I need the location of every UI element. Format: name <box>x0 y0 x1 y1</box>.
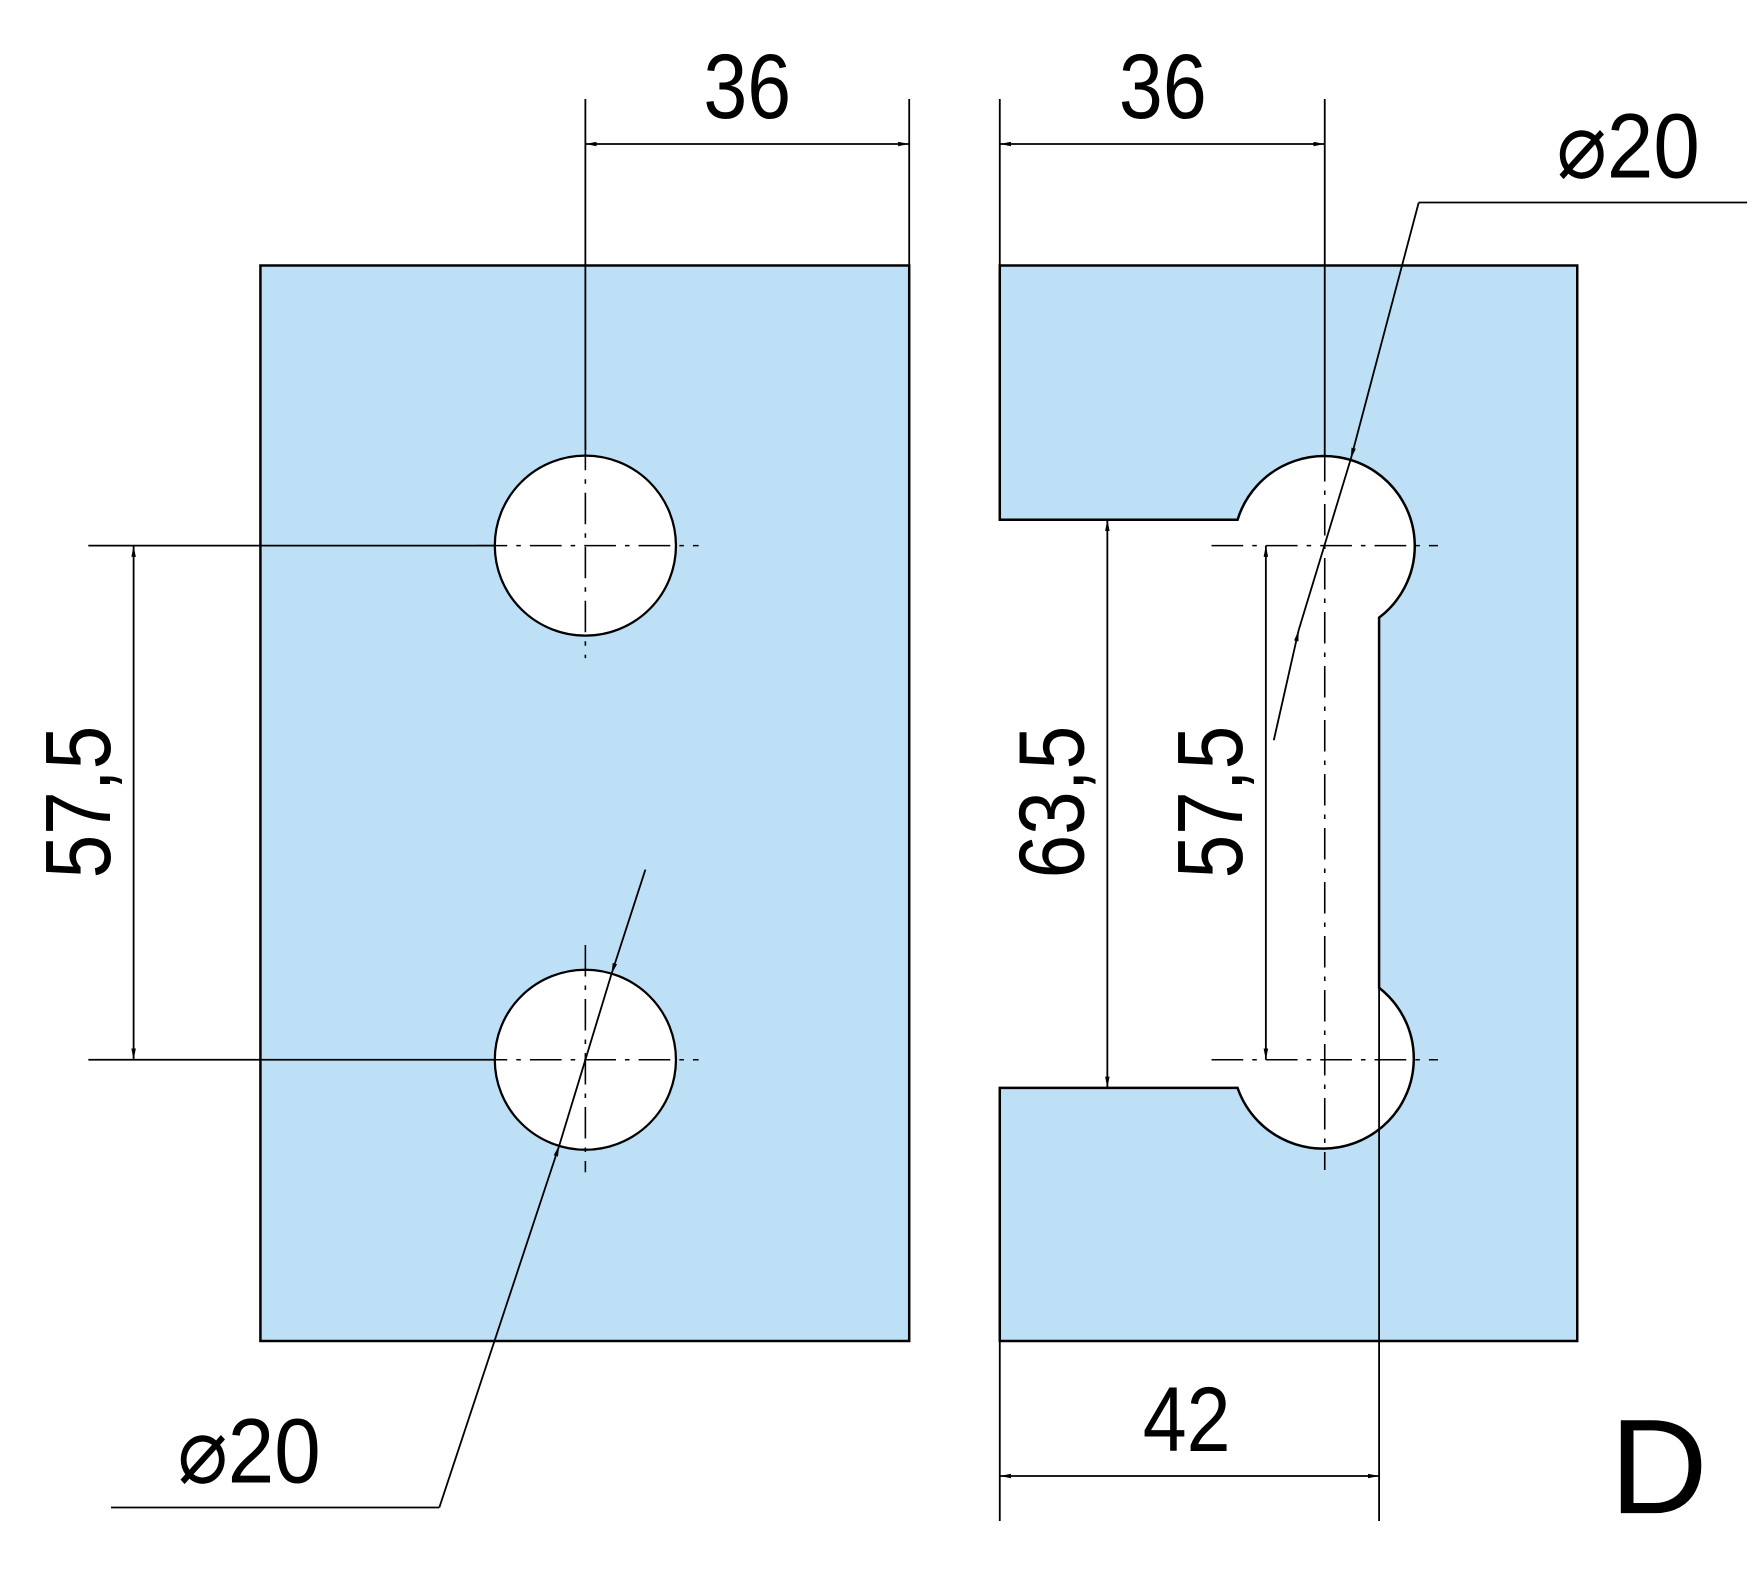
right-slot-label: 63,5 <box>1000 726 1104 879</box>
right-spacing-dimension: 57,5 <box>1159 545 1269 1060</box>
left-spacing-label: 57,5 <box>27 726 131 879</box>
left-width-label: 36 <box>703 35 791 138</box>
right-bottom-label: 42 <box>1143 1369 1231 1472</box>
right-slot-dimension: 63,5 <box>1000 519 1110 1088</box>
view-label: D <box>1610 1391 1708 1543</box>
left-width-dimension: 36 <box>584 35 911 450</box>
right-width-dimension: 36 <box>998 35 1326 456</box>
right-spacing-label: 57,5 <box>1159 726 1263 879</box>
right-diameter-label: ⌀20 <box>1557 94 1700 198</box>
right-width-label: 36 <box>1119 35 1207 138</box>
left-diameter-label: ⌀20 <box>177 1399 320 1503</box>
right-diameter-leader: ⌀20 <box>1272 94 1748 741</box>
right-bottom-dimension: 42 <box>998 987 1380 1521</box>
left-diameter-leader: ⌀20 <box>110 869 647 1509</box>
left-spacing-dimension: 57,5 <box>27 544 495 1061</box>
